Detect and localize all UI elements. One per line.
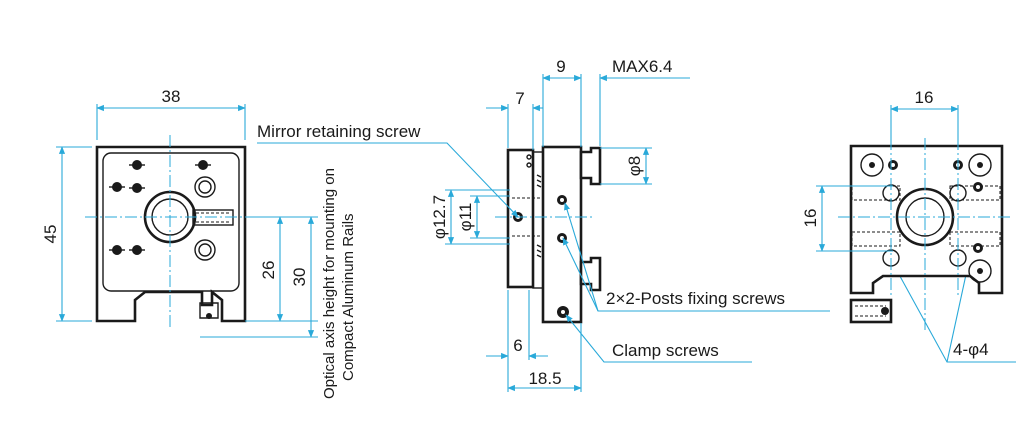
front-adjust-screw	[129, 160, 145, 170]
dim-side-9: 9	[556, 57, 565, 76]
side-knob-bottom	[579, 256, 602, 292]
callout-posts-fixing-screws: 2×2-Posts fixing screws	[606, 289, 785, 308]
front-adjust-screw	[195, 160, 211, 170]
dim-knob-diameter: φ8	[625, 156, 644, 176]
dim-back-width-16: 16	[915, 88, 934, 107]
callouts: Mirror retaining screw 2×2-Posts fixing …	[257, 122, 1016, 363]
rail-note-line-2: Compact Aluminum Rails	[340, 213, 357, 381]
dim-side-18-5: 18.5	[528, 369, 561, 388]
dim-side-7: 7	[515, 89, 524, 108]
callout-clamp-screws: Clamp screws	[612, 341, 719, 360]
front-adjust-screw	[109, 182, 125, 192]
dim-back-height-16: 16	[801, 209, 820, 228]
side-knob-top	[579, 146, 602, 186]
front-view: 38 45 26 30 Optical axis height for moun…	[41, 87, 357, 399]
dim-bore-12-7: φ12.7	[430, 195, 449, 239]
dim-width-38: 38	[162, 87, 181, 106]
back-adjust-screw	[888, 160, 898, 170]
dim-rail-height-30: 30	[290, 268, 309, 287]
rail-note-line-1: Optical axis height for mounting on	[321, 168, 338, 399]
dim-axis-height-26: 26	[259, 261, 278, 280]
back-view: 16 16	[801, 88, 1012, 330]
side-view: 7 9 MAX6.4 φ8 φ12.7 φ11 6 18.5	[430, 57, 690, 392]
dim-bore-11: φ11	[456, 203, 475, 232]
back-adjust-screw	[973, 243, 983, 253]
back-adjust-screw	[973, 182, 983, 192]
callout-mirror-retaining-screw: Mirror retaining screw	[257, 122, 421, 141]
dim-height-45: 45	[41, 225, 60, 244]
front-adjust-screw	[129, 183, 145, 193]
dim-side-max: MAX6.4	[612, 57, 672, 76]
dim-side-6: 6	[513, 336, 522, 355]
front-adjust-screw	[129, 245, 145, 255]
callout-holes-4-phi-4: 4-φ4	[953, 340, 989, 359]
front-adjust-screw	[109, 245, 125, 255]
